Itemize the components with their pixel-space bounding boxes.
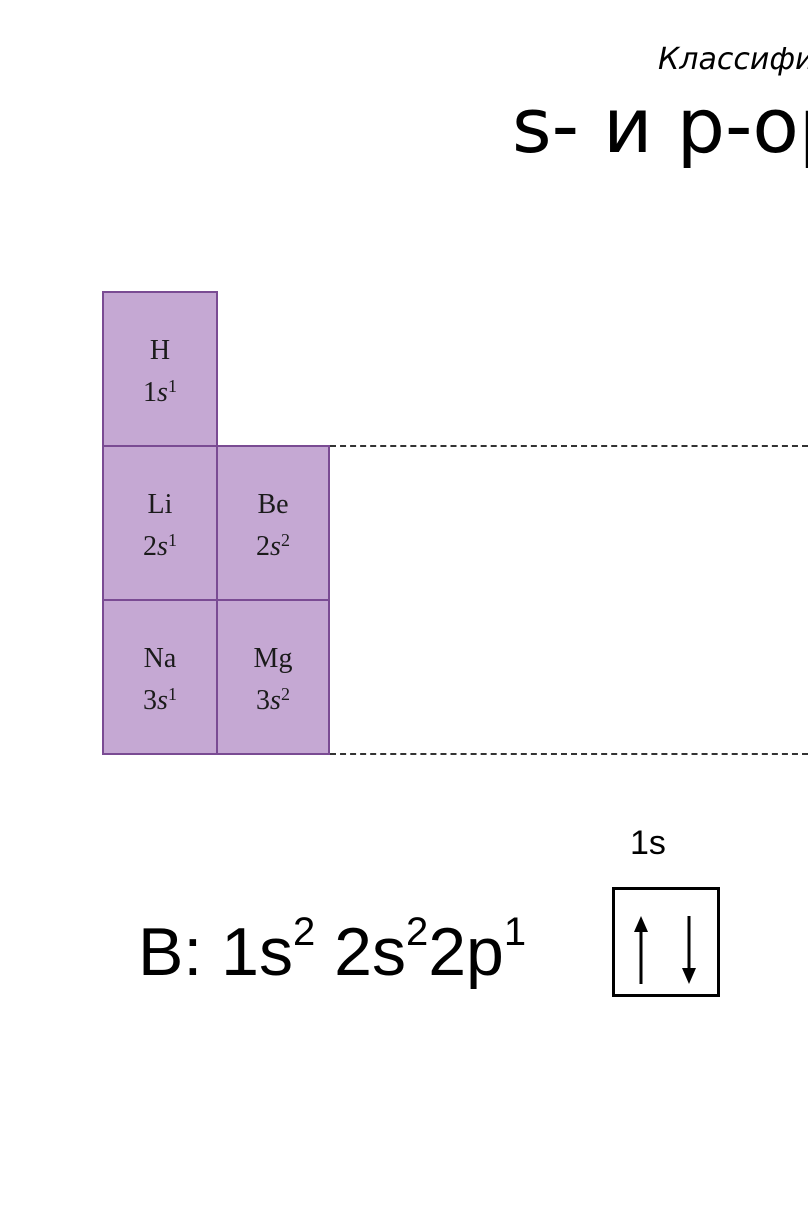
orbital-label: 1s xyxy=(630,824,666,862)
slide-title: s- и p-ор xyxy=(512,81,808,170)
element-cell-na: Na 3s1 xyxy=(102,599,218,755)
element-symbol: H xyxy=(149,335,171,366)
element-config: 2s2 xyxy=(256,530,290,562)
spin-up-arrow-icon xyxy=(634,916,648,984)
element-cell-mg: Mg 3s2 xyxy=(216,599,330,755)
element-config: 3s1 xyxy=(143,684,177,716)
element-config: 3s2 xyxy=(256,684,290,716)
element-cell-li: Li 2s1 xyxy=(102,445,218,601)
orbital-arrows xyxy=(634,916,696,984)
config-term-2p: 2p xyxy=(428,914,504,990)
orbital-box xyxy=(612,887,720,997)
config-element: B xyxy=(138,914,184,990)
element-symbol: Na xyxy=(143,643,177,674)
element-symbol: Mg xyxy=(253,643,293,674)
element-cell-be: Be 2s2 xyxy=(216,445,330,601)
element-config: 1s1 xyxy=(143,376,177,408)
electron-configuration: B: 1s2 2s22p1 xyxy=(138,912,526,986)
element-cell-h: H 1s1 xyxy=(102,291,218,447)
config-exp-2s: 2 xyxy=(405,910,429,954)
spin-down-arrow-icon xyxy=(682,916,696,984)
element-symbol: Li xyxy=(147,489,173,520)
config-exp-1s: 2 xyxy=(293,910,316,954)
config-separator: : xyxy=(183,914,203,990)
dashed-guide-line-bottom xyxy=(330,753,808,755)
slide-subtitle: Классифи xyxy=(658,42,808,77)
element-config: 2s1 xyxy=(143,530,177,562)
element-symbol: Be xyxy=(257,489,289,520)
config-term-1s: 1s xyxy=(221,914,293,990)
config-term-2s: 2s xyxy=(334,914,406,990)
config-exp-2p: 1 xyxy=(503,910,527,954)
dashed-guide-line-top xyxy=(330,445,808,447)
